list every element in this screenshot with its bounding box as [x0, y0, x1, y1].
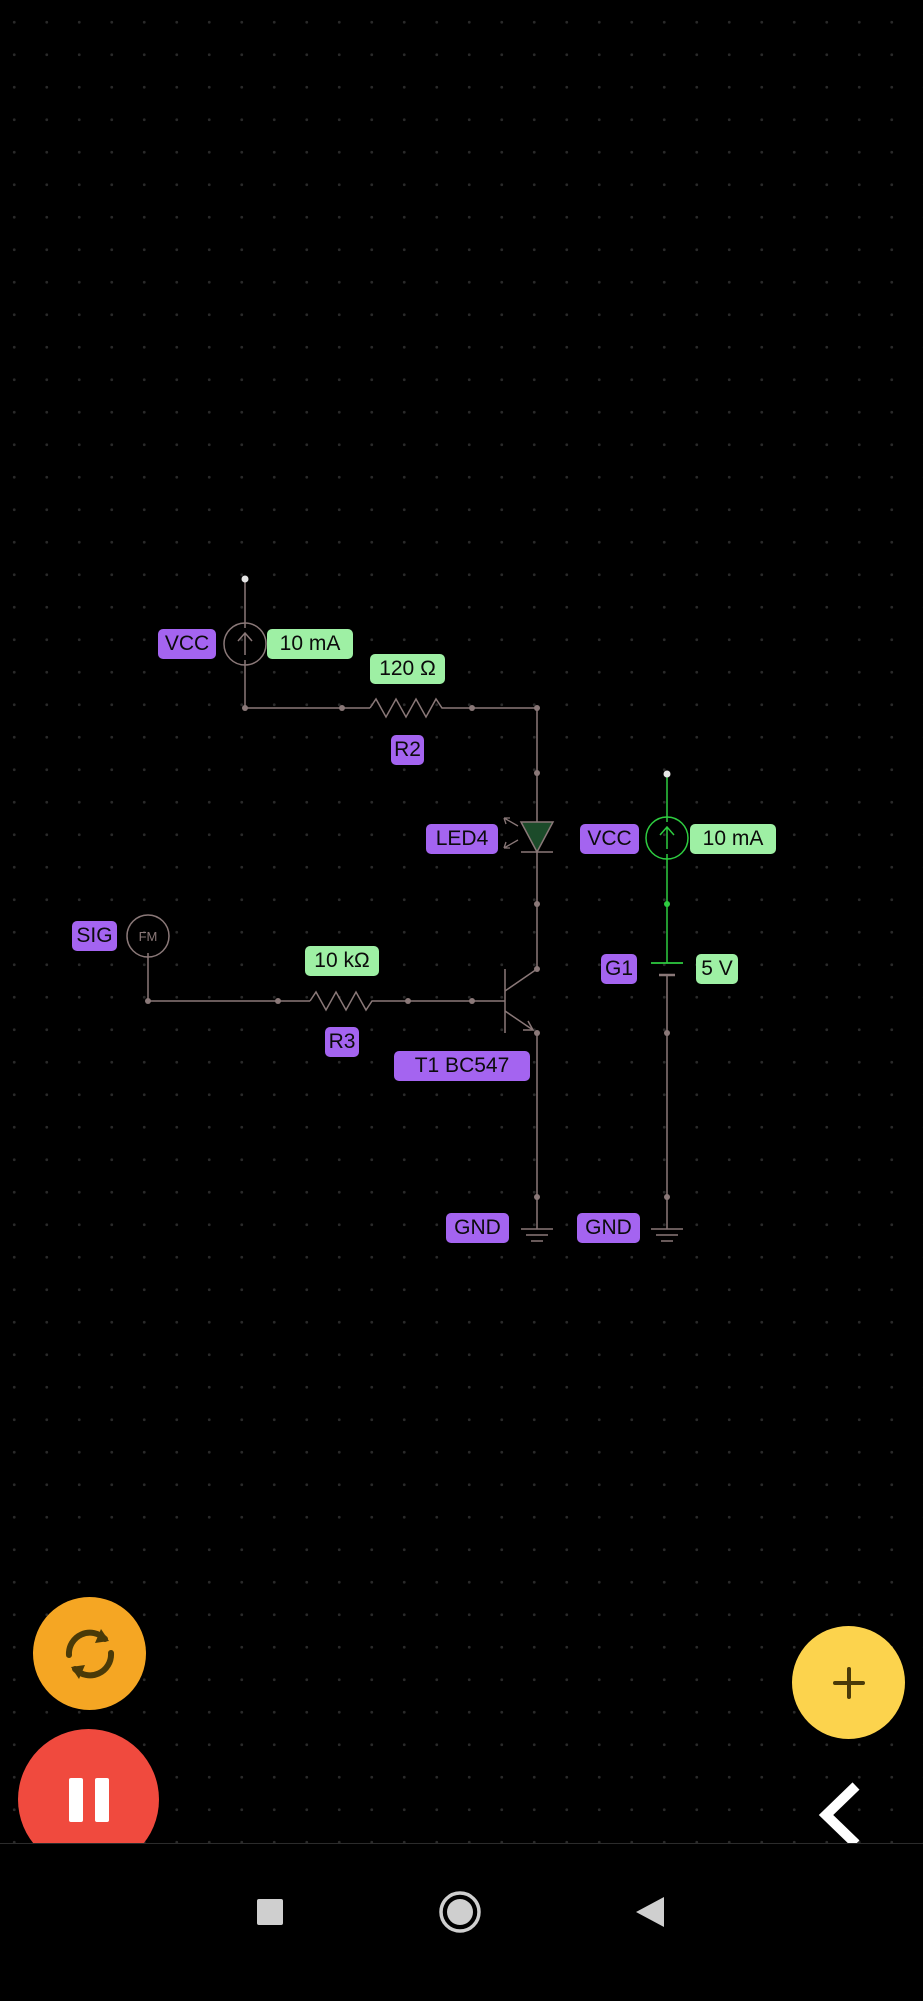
gnd-left-label: GND	[446, 1213, 509, 1243]
chevron-left-icon	[818, 1782, 860, 1848]
r3-value: 10 kΩ	[305, 946, 379, 976]
fm-signal-source[interactable]: FM	[126, 914, 170, 958]
r3-name: R3	[325, 1027, 359, 1057]
resistor-r2[interactable]	[369, 697, 448, 719]
circle-icon	[439, 1891, 481, 1933]
plus-icon	[832, 1666, 865, 1699]
current-source-right[interactable]	[645, 770, 689, 860]
transistor-label: T1 BC547	[394, 1051, 530, 1081]
led4-label: LED4	[426, 824, 498, 854]
vcc-top-label: VCC	[158, 629, 216, 659]
sig-label: SIG	[72, 921, 117, 951]
add-component-button[interactable]	[792, 1626, 905, 1739]
ground-left[interactable]	[521, 1222, 553, 1242]
led4-symbol[interactable]	[503, 817, 555, 854]
triangle-back-icon	[636, 1897, 664, 1927]
battery-g1[interactable]	[651, 962, 683, 977]
vcc-right-label: VCC	[580, 824, 639, 854]
battery-name: G1	[601, 954, 637, 984]
refresh-icon	[65, 1628, 114, 1679]
recents-button[interactable]	[250, 1892, 290, 1932]
r2-value: 120 Ω	[370, 654, 445, 684]
collapse-panel-button[interactable]	[810, 1780, 870, 1850]
circuit-canvas[interactable]: FM	[0, 0, 923, 1870]
system-nav-bar	[0, 1843, 923, 2001]
fm-text: FM	[139, 929, 158, 944]
transistor-t1[interactable]	[504, 968, 538, 1033]
pause-icon	[68, 1777, 109, 1822]
battery-voltage: 5 V	[696, 954, 738, 984]
r2-name: R2	[391, 735, 424, 765]
square-icon	[257, 1899, 283, 1925]
vcc-right-current: 10 mA	[690, 824, 776, 854]
current-source-top[interactable]	[223, 575, 267, 666]
vcc-top-current: 10 mA	[267, 629, 353, 659]
resistor-r3[interactable]	[309, 990, 375, 1012]
home-button[interactable]	[437, 1889, 483, 1935]
ground-right[interactable]	[651, 1222, 683, 1242]
reset-button[interactable]	[33, 1597, 146, 1710]
circuit-diagram[interactable]: FM	[0, 0, 923, 1843]
gnd-right-label: GND	[577, 1213, 640, 1243]
back-button[interactable]	[630, 1892, 670, 1932]
